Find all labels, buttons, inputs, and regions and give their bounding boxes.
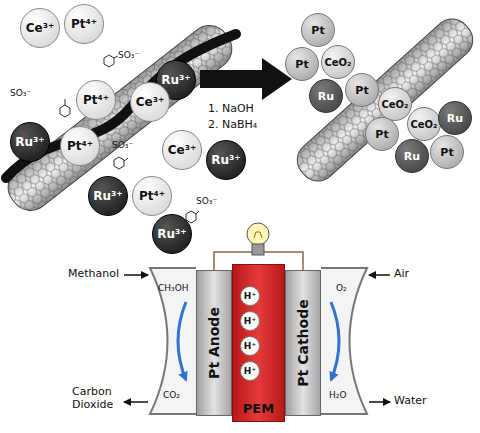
particle-circle: Ru: [309, 79, 343, 113]
ion-circle: Pt⁴⁺: [60, 126, 100, 166]
particle-circle: CeO₂: [407, 107, 441, 141]
node-text: H⁺: [244, 366, 256, 376]
particle-circle: Pt: [365, 117, 399, 151]
node-text: Ru³⁺: [15, 135, 44, 149]
outlet-arrow: [369, 401, 390, 403]
node-text: CeO₂: [410, 119, 437, 130]
outlet-arrow: [124, 401, 148, 403]
node-text: Pt⁴⁺: [71, 17, 97, 31]
node-text: Pt⁴⁺: [139, 189, 165, 203]
text-label: CO₂: [163, 390, 180, 400]
particle-circle: Ru: [438, 101, 472, 135]
particle-circle: CeO₂: [321, 45, 355, 79]
ion-circle: Ru³⁺: [152, 214, 192, 254]
text-label: Methanol: [68, 268, 119, 281]
text-label: SO₃⁻: [112, 140, 133, 150]
proton-circle: H⁺: [240, 361, 260, 381]
light-bulb: [247, 223, 269, 245]
proton-circle: H⁺: [240, 336, 260, 356]
cathode-channel: [321, 268, 367, 414]
anode-channel: [150, 268, 196, 414]
node-text: Pt: [295, 58, 308, 71]
node-text: Ce³⁺: [168, 143, 197, 157]
node-text: H⁺: [244, 316, 256, 326]
node-text: Ru: [318, 90, 334, 103]
ion-circle: Ce³⁺: [162, 130, 202, 170]
text-label: 1. NaOH: [208, 103, 254, 116]
node-text: Pt: [440, 146, 453, 159]
node-text: Ru³⁺: [161, 73, 190, 87]
ion-circle: Pt⁴⁺: [132, 176, 172, 216]
particle-circle: Pt: [345, 73, 379, 107]
node-text: Pt: [355, 84, 368, 97]
node-text: PEM: [243, 401, 274, 416]
ion-circle: Ce³⁺: [130, 82, 170, 122]
inlet-arrow: [369, 274, 390, 276]
node-text: Ru: [447, 112, 463, 125]
bulb-base: [252, 244, 264, 255]
electrode-band: Pt Cathode: [285, 270, 321, 416]
text-label: SO₃⁻: [10, 88, 31, 98]
particle-circle: Pt: [430, 135, 464, 169]
node-text: Ru³⁺: [93, 189, 122, 203]
electrode-band: Pt Anode: [196, 270, 232, 416]
node-text: Pt: [375, 128, 388, 141]
text-label: 2. NaBH₄: [208, 119, 257, 132]
polymer-band: [6, 34, 236, 178]
text-label: SO₃⁻: [196, 196, 217, 206]
particle-circle: Pt: [285, 47, 319, 81]
particle-circle: CeO₂: [378, 87, 412, 121]
flow-arrow: [178, 302, 186, 380]
node-text: Pt⁴⁺: [67, 139, 93, 153]
text-label: Air: [394, 268, 409, 281]
particle-circle: Pt: [301, 13, 335, 47]
reaction-arrow: [200, 58, 292, 100]
text-label: O₂: [336, 283, 347, 293]
node-text: H⁺: [244, 341, 256, 351]
ion-circle: Pt⁴⁺: [64, 4, 104, 44]
text-label: CH₃OH: [158, 283, 189, 293]
node-text: Ru: [404, 150, 420, 163]
proton-circle: H⁺: [240, 311, 260, 331]
node-text: Pt⁴⁺: [83, 93, 109, 107]
text-label: H₂O: [329, 390, 346, 400]
node-text: H⁺: [244, 291, 256, 301]
ion-circle: Pt⁴⁺: [76, 80, 116, 120]
proton-circle: H⁺: [240, 286, 260, 306]
ion-circle: Ru³⁺: [10, 122, 50, 162]
ion-circle: Ce³⁺: [20, 8, 60, 48]
ion-circle: Ru³⁺: [206, 140, 246, 180]
node-text: Ce³⁺: [136, 95, 165, 109]
flow-arrow: [331, 302, 339, 380]
text-label: SO₃⁻: [118, 50, 139, 60]
node-text: Ce³⁺: [26, 21, 55, 35]
particle-circle: Ru: [395, 139, 429, 173]
node-text: Pt: [311, 24, 324, 37]
node-text: Pt Anode: [206, 307, 222, 379]
ion-circle: Ru³⁺: [88, 176, 128, 216]
membrane-band: PEM H⁺ H⁺ H⁺ H⁺: [232, 264, 285, 422]
node-text: CeO₂: [324, 57, 351, 68]
node-text: Ru³⁺: [211, 153, 240, 167]
inlet-arrow: [124, 274, 148, 276]
node-text: Ru³⁺: [157, 227, 186, 241]
node-text: CeO₂: [381, 99, 408, 110]
text-label: Carbon Dioxide: [72, 386, 122, 411]
text-label: Water: [394, 395, 427, 408]
node-text: Pt Cathode: [295, 299, 311, 386]
nanotube: [290, 12, 480, 189]
